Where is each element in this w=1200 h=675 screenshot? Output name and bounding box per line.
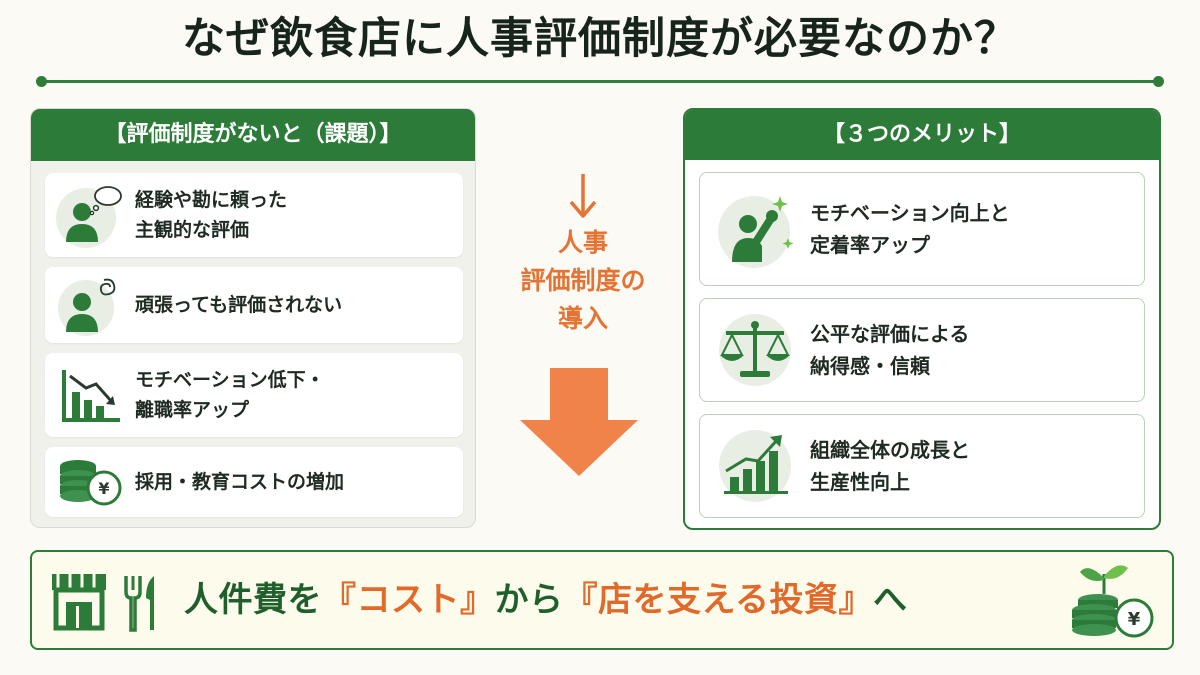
problem-card-turnover: モチベーション低下・ 離職率アップ [45,353,463,437]
merit-card-growth: 組織全体の成長と 生産性向上 [699,414,1145,518]
merit-text: 公平な評価による [810,322,970,346]
merit-text: 納得感・信頼 [810,354,930,378]
problem-text: 離職率アップ [135,399,250,421]
conclusion-part: から [494,580,564,620]
introduction-line: 人事 [557,228,608,257]
frustrated-person-icon [45,267,135,343]
problem-text: 頑張っても評価されない [135,294,343,316]
problems-panel: 【評価制度がないと（課題）】 経験や勘に頼った 主観的な評価 [30,108,476,528]
title-underline [36,76,1164,87]
declining-chart-icon [45,353,135,437]
problem-card-cost: ¥ 採用・教育コストの増加 [45,447,463,517]
conclusion-part: へ [872,580,908,620]
restaurant-storefront-icon [52,574,106,631]
merits-panel: 【３つのメリット】 モチベーション向上と 定着率アップ [683,108,1161,530]
introduction-line: 評価制度の [520,266,646,295]
merit-text: 生産性向上 [810,470,910,494]
balance-scale-icon [700,299,810,401]
introduction-label: 人事 評価制度の 導入 [495,224,671,338]
page-title: なぜ飲食店に人事評価制度が必要なのか？ [182,14,1018,64]
conclusion-text: 人件費を『コスト』から『店を支える投資』へ [184,552,907,648]
coins-yen-icon: ¥ [45,447,135,517]
svg-text:¥: ¥ [1128,609,1141,630]
problems-header: 【評価制度がないと（課題）】 [31,109,475,161]
problem-card-unrewarded: 頑張っても評価されない [45,267,463,343]
svg-text:¥: ¥ [98,479,109,498]
merits-header: 【３つのメリット】 [685,110,1159,160]
problem-text: 採用・教育コストの増加 [135,471,345,493]
merit-text: モチベーション向上と [810,201,1010,225]
conclusion-investment: 『店を支える投資』 [563,580,873,620]
thinking-person-icon [45,173,135,257]
conclusion-part: 人件費を [184,580,322,620]
problem-text: 経験や勘に頼った [135,189,288,211]
problem-card-subjective: 経験や勘に頼った 主観的な評価 [45,173,463,257]
money-sprout-icon: ¥ [1072,565,1154,638]
merit-card-fairness: 公平な評価による 納得感・信頼 [699,298,1145,402]
problem-text: モチベーション低下・ [135,369,325,391]
merit-text: 組織全体の成長と [810,438,970,462]
fork-knife-icon [124,576,154,632]
arrow-down-icon [569,174,597,218]
motivated-person-icon [700,173,810,285]
big-arrow-down-icon [520,368,638,476]
problem-text: 主観的な評価 [135,219,250,241]
growth-chart-icon [700,415,810,517]
conclusion-banner: 人件費を『コスト』から『店を支える投資』へ ¥ [30,550,1174,650]
merit-text: 定着率アップ [810,233,930,257]
introduction-line: 導入 [557,304,608,333]
merit-card-motivation: モチベーション向上と 定着率アップ [699,172,1145,286]
conclusion-cost: 『コスト』 [322,580,495,620]
